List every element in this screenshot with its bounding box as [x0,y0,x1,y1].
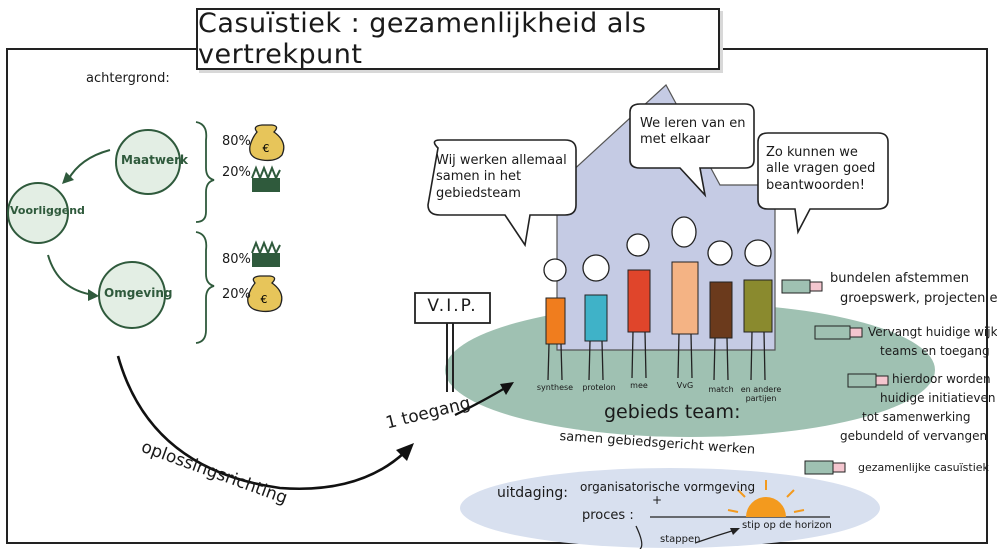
bubble-left-shape [427,139,577,248]
svg-text:€: € [261,293,268,306]
brace-bottom [195,231,215,344]
challenge-ellipse [460,468,880,548]
grass-icon-top [251,165,281,192]
circle-voorliggend [7,182,69,244]
person-protelon [582,254,610,381]
bubble-right-text: Zo kunnen we alle vragen goed beantwoord… [766,145,876,193]
note-1-line-1: bundelen afstemmen [830,271,969,286]
label-person-andere-partijen: en andere partijen [740,385,782,404]
note-1-line-2: groepswerk, projecten etc. [840,291,997,306]
challenge-proces: proces : [582,508,634,523]
bubble-right-shape [757,132,889,235]
note-2-line-1: Vervangt huidige wijk- [868,325,997,339]
circle-maatwerk [115,129,181,195]
person-synthese [543,258,567,381]
pointer-icon-4 [804,460,846,475]
note-3-line-3: tot samenwerking [862,410,971,424]
bubble-left-text: Wij werken allemaal samen in het gebieds… [436,153,567,201]
percent-bottom-1: 80% [222,252,251,267]
note-3-line-4: gebundeld of vervangen [840,429,988,443]
percent-top-2: 20% [222,165,251,180]
background-label: achtergrond: [86,71,170,86]
label-person-protelon: protelon [582,383,616,392]
pointer-icon-3 [847,373,889,388]
note-3-line-2: huidige initiatieven [880,391,996,405]
note-2-line-2: teams en toegang [880,344,990,358]
gebiedsteam-heading: gebieds team: [604,401,741,423]
label-person-synthese: synthese [536,383,574,392]
note-4: gezamenlijke casuïstiek [858,461,989,474]
person-andere-partijen [743,239,773,381]
challenge-horizon: stip op de horizon [742,520,832,531]
arrow-oplossingsrichting [116,355,406,490]
bubble-middle-shape [629,103,755,198]
label-omgeving: Omgeving [104,286,173,300]
page-title: Casuïstiek : gezamenlijkheid als vertrek… [198,8,647,70]
pointer-icon-2 [814,325,863,340]
circle-omgeving [98,261,166,329]
label-person-vvg: VvG [676,381,694,390]
money-bag-icon-top: € [249,124,285,162]
sun-icon [727,480,805,517]
label-person-mee: mee [630,381,648,390]
challenge-item: organisatorische vormgeving [580,480,756,494]
label-person-match: match [708,385,734,394]
person-vvg [671,216,699,379]
person-mee [626,233,651,379]
brace-top [195,121,215,223]
challenge-stappen: stappen [660,534,701,545]
vip-sign-text: V.I.P. [427,296,478,316]
challenge-plus: + [652,493,663,507]
label-voorliggend: Voorliggend [10,204,85,217]
grass-icon-bottom [251,240,281,267]
challenge-label: uitdaging: [497,485,568,501]
arrow-toegang [454,387,506,416]
money-bag-icon-bottom: € [247,275,283,313]
vip-sign-board [414,292,491,324]
note-3-line-1: hierdoor worden [892,372,991,386]
svg-text:€: € [263,142,270,155]
pointer-icon-1 [781,279,823,294]
person-match [707,240,733,381]
bubble-middle-text: We leren van en met elkaar [640,116,746,148]
percent-top-1: 80% [222,134,251,149]
label-maatwerk: Maatwerk [121,153,188,167]
percent-bottom-2: 20% [222,287,251,302]
title-box: Casuïstiek : gezamenlijkheid als vertrek… [196,8,720,70]
